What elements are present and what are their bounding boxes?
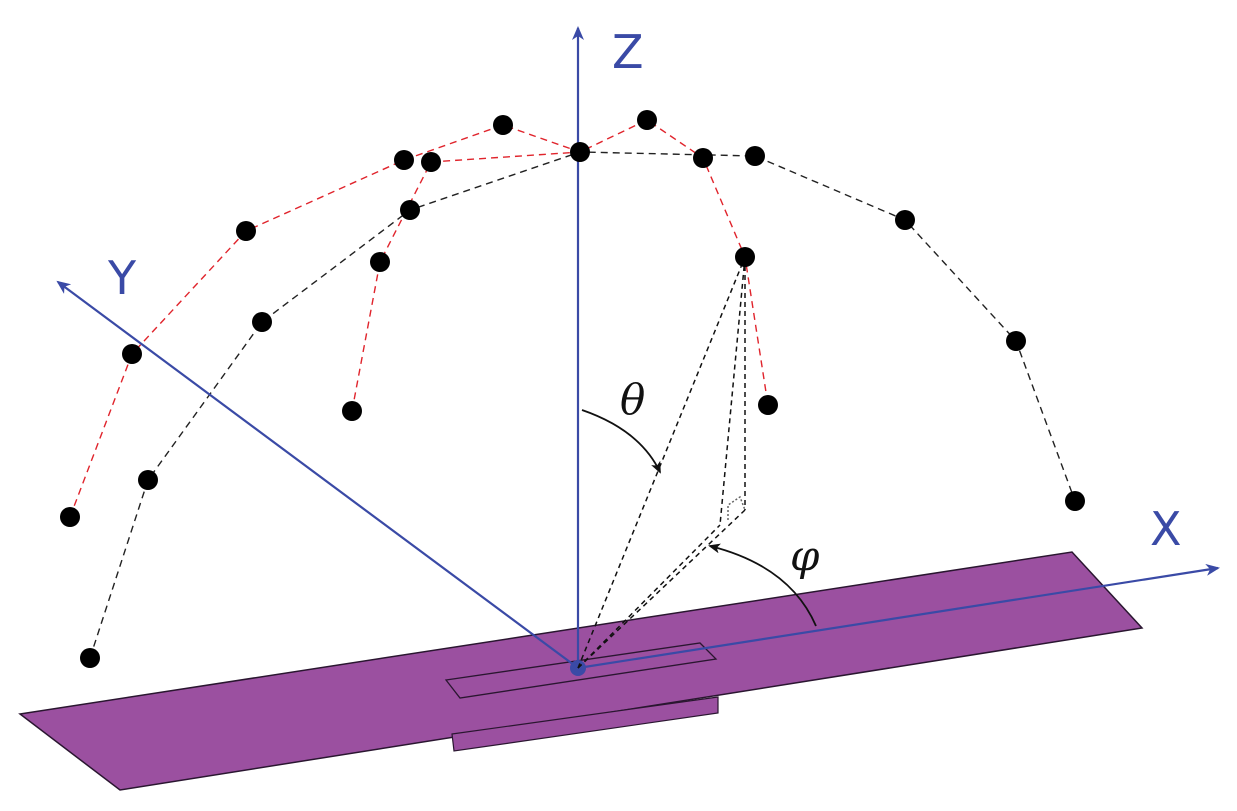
y-axis-label: Y	[107, 251, 137, 305]
angle-arcs	[581, 409, 817, 627]
point	[394, 150, 414, 170]
phi-arc	[708, 543, 817, 627]
point	[370, 252, 390, 272]
point	[80, 648, 100, 668]
projection-lines	[577, 256, 746, 669]
point	[493, 115, 513, 135]
point	[758, 395, 778, 415]
point	[138, 470, 158, 490]
point	[342, 401, 362, 421]
measurement-points	[60, 110, 1085, 668]
point	[637, 110, 657, 130]
phi-label: φ	[790, 531, 820, 580]
point	[421, 152, 441, 172]
axes	[56, 26, 1220, 676]
theta-label: θ	[620, 375, 645, 424]
point	[1065, 491, 1085, 511]
z-axis-label: Z	[612, 25, 644, 79]
y-axis	[56, 280, 579, 669]
point	[252, 312, 272, 332]
point	[693, 148, 713, 168]
x-axis	[577, 563, 1220, 670]
point	[60, 507, 80, 527]
point	[895, 210, 915, 230]
point	[400, 200, 420, 220]
point	[122, 344, 142, 364]
point	[745, 146, 765, 166]
x-axis-label: X	[1150, 502, 1182, 556]
theta-arc	[581, 409, 661, 474]
point	[236, 221, 256, 241]
point	[735, 247, 755, 267]
point	[570, 142, 590, 162]
point	[1006, 331, 1026, 351]
